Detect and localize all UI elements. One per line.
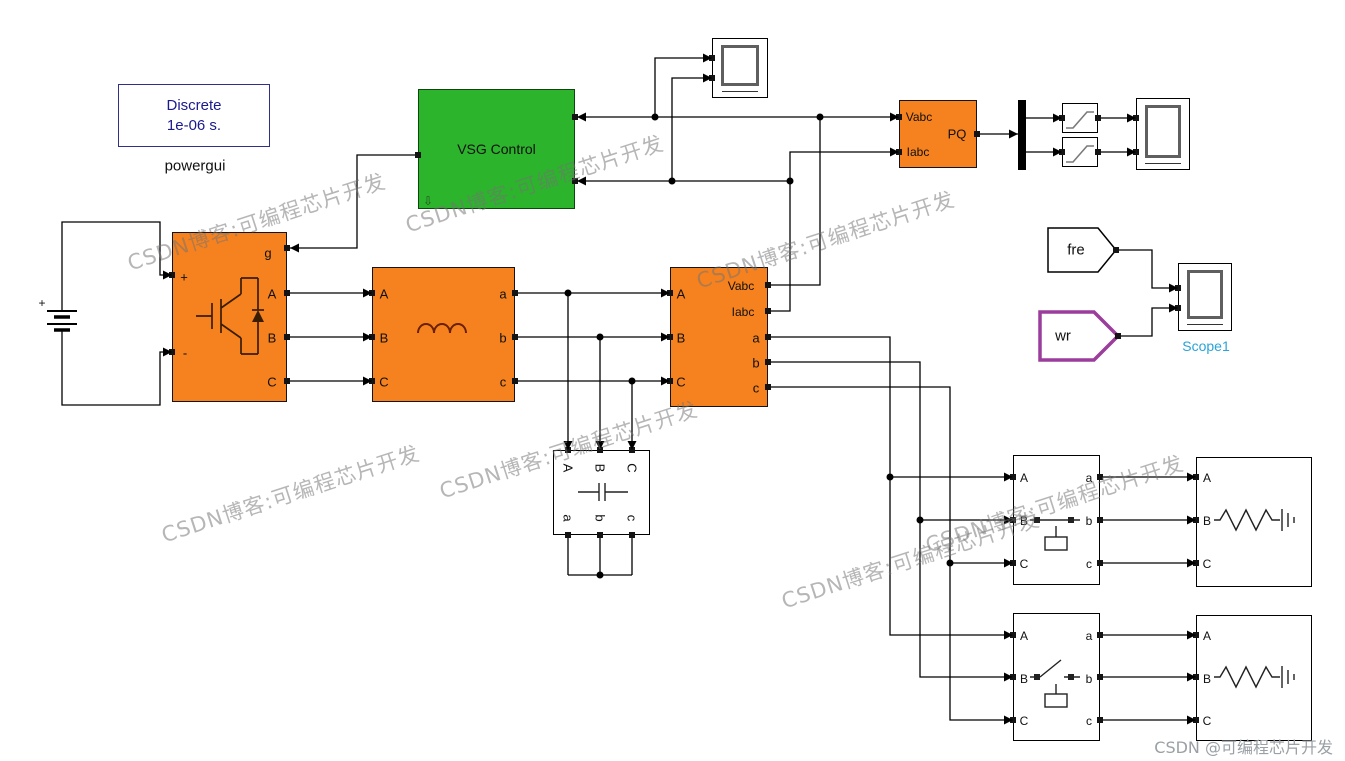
scope1-block[interactable]	[1178, 263, 1232, 331]
rlc-load-block-1[interactable]	[1196, 457, 1312, 587]
scope-trace	[1187, 324, 1223, 325]
demux-block[interactable]	[1018, 100, 1026, 170]
three-phase-breaker-block-2[interactable]	[1013, 613, 1100, 741]
powergui-block[interactable]: Discrete 1e-06 s.	[118, 84, 270, 147]
watermark-text: CSDN博客:可编程芯片开发	[778, 507, 1043, 614]
powergui-line1: Discrete	[166, 97, 222, 114]
capacitor-bank-block[interactable]	[553, 450, 650, 535]
inverter-bridge-block[interactable]	[172, 232, 287, 402]
scope-screen	[1145, 105, 1181, 158]
powergui-line2: 1e-06 s.	[166, 116, 222, 134]
vsg-control-label: VSG Control	[457, 141, 536, 157]
scope-trace	[1145, 163, 1181, 164]
rlc-load-block-2[interactable]	[1196, 615, 1312, 741]
scope1-caption: Scope1	[1182, 338, 1230, 354]
dc-source-symbol[interactable]	[47, 310, 77, 332]
three-phase-breaker-block-1[interactable]	[1013, 455, 1100, 585]
scope-screen	[1187, 270, 1223, 319]
wr-tag-label: wr	[1055, 327, 1071, 345]
lc-filter-inductor-block[interactable]	[372, 267, 515, 402]
watermark-text: CSDN博客:可编程芯片开发	[158, 441, 423, 548]
scope-screen	[721, 45, 759, 86]
power-measurement-pq-block[interactable]	[899, 100, 977, 168]
goto-from-tags[interactable]	[1038, 227, 1121, 362]
scope-block-pq[interactable]	[1136, 98, 1190, 170]
scope-trace	[721, 91, 759, 92]
dc-source-plus-label: +	[38, 296, 46, 310]
saturation-block-1[interactable]	[1062, 103, 1098, 133]
scope-block-top[interactable]	[712, 38, 768, 98]
fre-tag-label: fre	[1067, 241, 1085, 259]
three-phase-vi-measurement-block[interactable]	[670, 267, 768, 407]
vsg-control-block[interactable]: VSG Control	[418, 89, 575, 209]
powergui-caption: powergui	[164, 157, 226, 175]
saturation-block-2[interactable]	[1062, 137, 1098, 167]
